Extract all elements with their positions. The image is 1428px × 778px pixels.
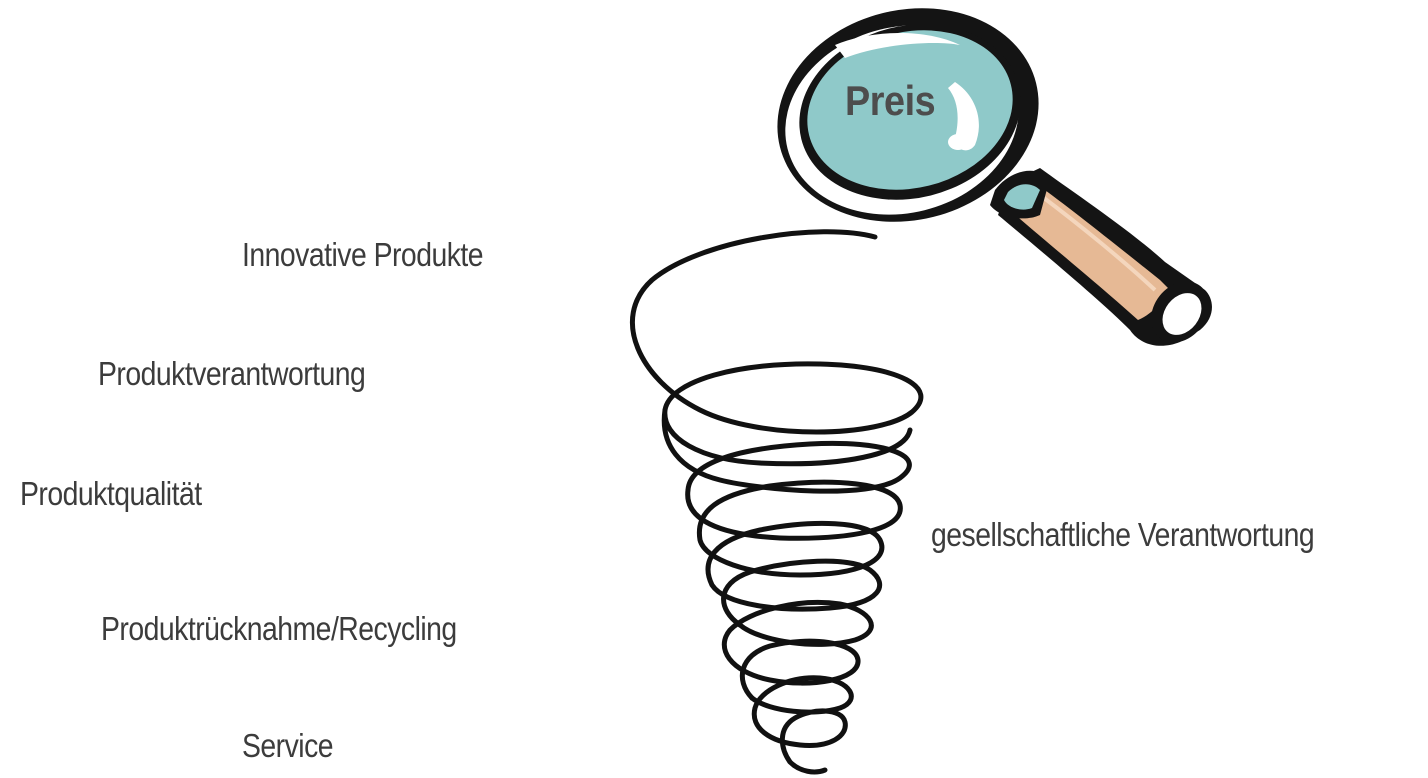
spiral-loop-1 <box>630 229 924 435</box>
spiral-loop-4 <box>705 520 883 628</box>
magnifier-icon <box>777 8 1212 346</box>
magnifier-label: Preis <box>845 77 936 124</box>
factor-social-responsibility: gesellschaftliche Verantwortung <box>931 516 1315 553</box>
spiral-loop-2 <box>661 407 913 494</box>
factor-innovative-products: Innovative Produkte <box>242 236 484 273</box>
spiral-coil <box>630 229 924 775</box>
magnifier-handle <box>990 168 1212 346</box>
spiral-loop-5 <box>721 599 874 701</box>
factor-product-recycling: Produktrücknahme/Recycling <box>101 610 457 647</box>
factor-service: Service <box>242 727 334 764</box>
factor-product-quality: Produktqualität <box>20 475 202 512</box>
magnifier-lens <box>807 30 1013 190</box>
spiral-loop-6 <box>749 675 854 775</box>
factor-product-responsibility: Produktverantwortung <box>98 355 366 392</box>
spiral-loop-3 <box>685 479 903 578</box>
